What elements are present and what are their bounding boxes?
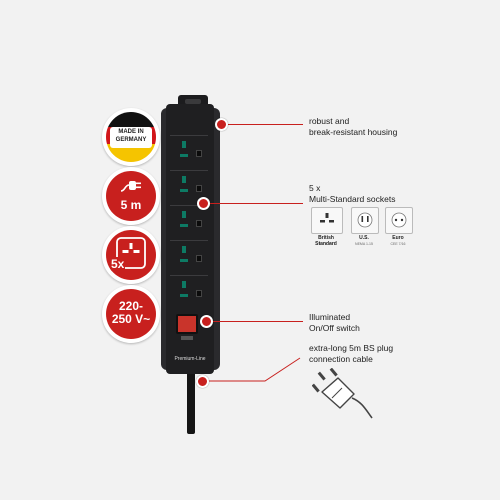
sockets-feature: 5 x Multi-Standard sockets bbox=[309, 183, 395, 204]
housing-line2: break-resistant housing bbox=[309, 126, 398, 137]
socket-outlet bbox=[170, 275, 208, 306]
housing-feature: robust and break-resistant housing bbox=[309, 116, 397, 137]
socket-pin-left bbox=[180, 154, 188, 157]
germany-text: GERMANY bbox=[115, 137, 147, 143]
socket-pin-right bbox=[196, 150, 202, 157]
socket-pin-left bbox=[180, 294, 188, 297]
callout-dot-switch bbox=[200, 315, 213, 328]
cable-length-badge: 5 m bbox=[102, 167, 160, 225]
socket-outlet bbox=[170, 170, 208, 201]
socket-pin-left bbox=[180, 259, 188, 262]
bs-plug-icon bbox=[312, 368, 373, 419]
socket-pin-right bbox=[196, 185, 202, 192]
socket-earth-pin bbox=[182, 141, 186, 148]
callout-line-housing bbox=[223, 124, 303, 125]
switch-feature: Illuminated On/Off switch bbox=[309, 312, 360, 333]
bs-socket-icon bbox=[320, 213, 334, 223]
cable-feature: extra-long 5m BS plug connection cable bbox=[309, 343, 393, 364]
voltage-line2: 250 V~ bbox=[111, 312, 151, 326]
callout-dot-cable bbox=[196, 375, 209, 388]
euro-socket bbox=[385, 207, 413, 234]
sockets-line1: 5 x bbox=[309, 183, 321, 193]
socket-outlet bbox=[170, 240, 208, 271]
callout-line-switch bbox=[208, 321, 303, 322]
cable-line1: extra-long 5m BS plug bbox=[309, 343, 394, 353]
sockets-count-text: 5x bbox=[110, 257, 126, 271]
socket-earth-pin bbox=[182, 281, 186, 288]
us-socket bbox=[351, 207, 379, 234]
switch-label bbox=[181, 336, 193, 340]
switch-line2: On/Off switch bbox=[309, 322, 360, 333]
made-in-germany-badge: MADE IN GERMANY bbox=[102, 108, 160, 166]
plug-icon bbox=[120, 181, 141, 192]
socket-pin-right bbox=[196, 290, 202, 297]
socket-earth-pin bbox=[182, 246, 186, 253]
callout-dot-housing bbox=[215, 118, 228, 131]
us-socket-icon bbox=[357, 212, 373, 228]
euro-socket-icon bbox=[391, 212, 407, 228]
socket-earth-pin bbox=[182, 176, 186, 183]
cable-line2: connection cable bbox=[309, 353, 373, 364]
switch-line1: Illuminated bbox=[309, 312, 351, 322]
connection-cable bbox=[187, 372, 195, 434]
standard-sub-euro: CEE 7/16 bbox=[390, 242, 406, 246]
socket-pin-left bbox=[180, 224, 188, 227]
british-standard-socket bbox=[311, 207, 343, 234]
sockets-count-badge: 5x bbox=[102, 226, 160, 284]
callout-line-sockets bbox=[205, 203, 303, 204]
voltage-line1: 220- bbox=[118, 299, 144, 313]
standard-sub-us: NEMA 1-15 bbox=[355, 242, 373, 246]
socket-standards: British Standard BS 1363 U.S. NEMA 1-15 … bbox=[309, 207, 419, 249]
cable-length-text: 5 m bbox=[120, 198, 142, 212]
socket-outlet bbox=[170, 205, 208, 236]
socket-pin-right bbox=[196, 220, 202, 227]
socket-outline-icon bbox=[116, 237, 146, 269]
brand-label: Premium-Line bbox=[174, 356, 206, 362]
sockets-line2: Multi-Standard sockets bbox=[309, 193, 396, 204]
power-switch[interactable] bbox=[176, 314, 198, 334]
housing-line1: robust and bbox=[309, 116, 350, 126]
standard-sub-bs: BS 1363 bbox=[319, 242, 333, 246]
voltage-badge: 220- 250 V~ bbox=[102, 285, 160, 343]
socket-earth-pin bbox=[182, 211, 186, 218]
standard-name-euro: Euro bbox=[392, 235, 404, 241]
socket-pin-left bbox=[180, 189, 188, 192]
standard-name-us: U.S. bbox=[359, 235, 369, 241]
socket-pin-right bbox=[196, 255, 202, 262]
socket-outlet bbox=[170, 135, 208, 166]
made-in-text: MADE IN bbox=[118, 129, 144, 135]
standard-name-bs: British Standard bbox=[315, 235, 337, 247]
callout-dot-sockets bbox=[197, 197, 210, 210]
